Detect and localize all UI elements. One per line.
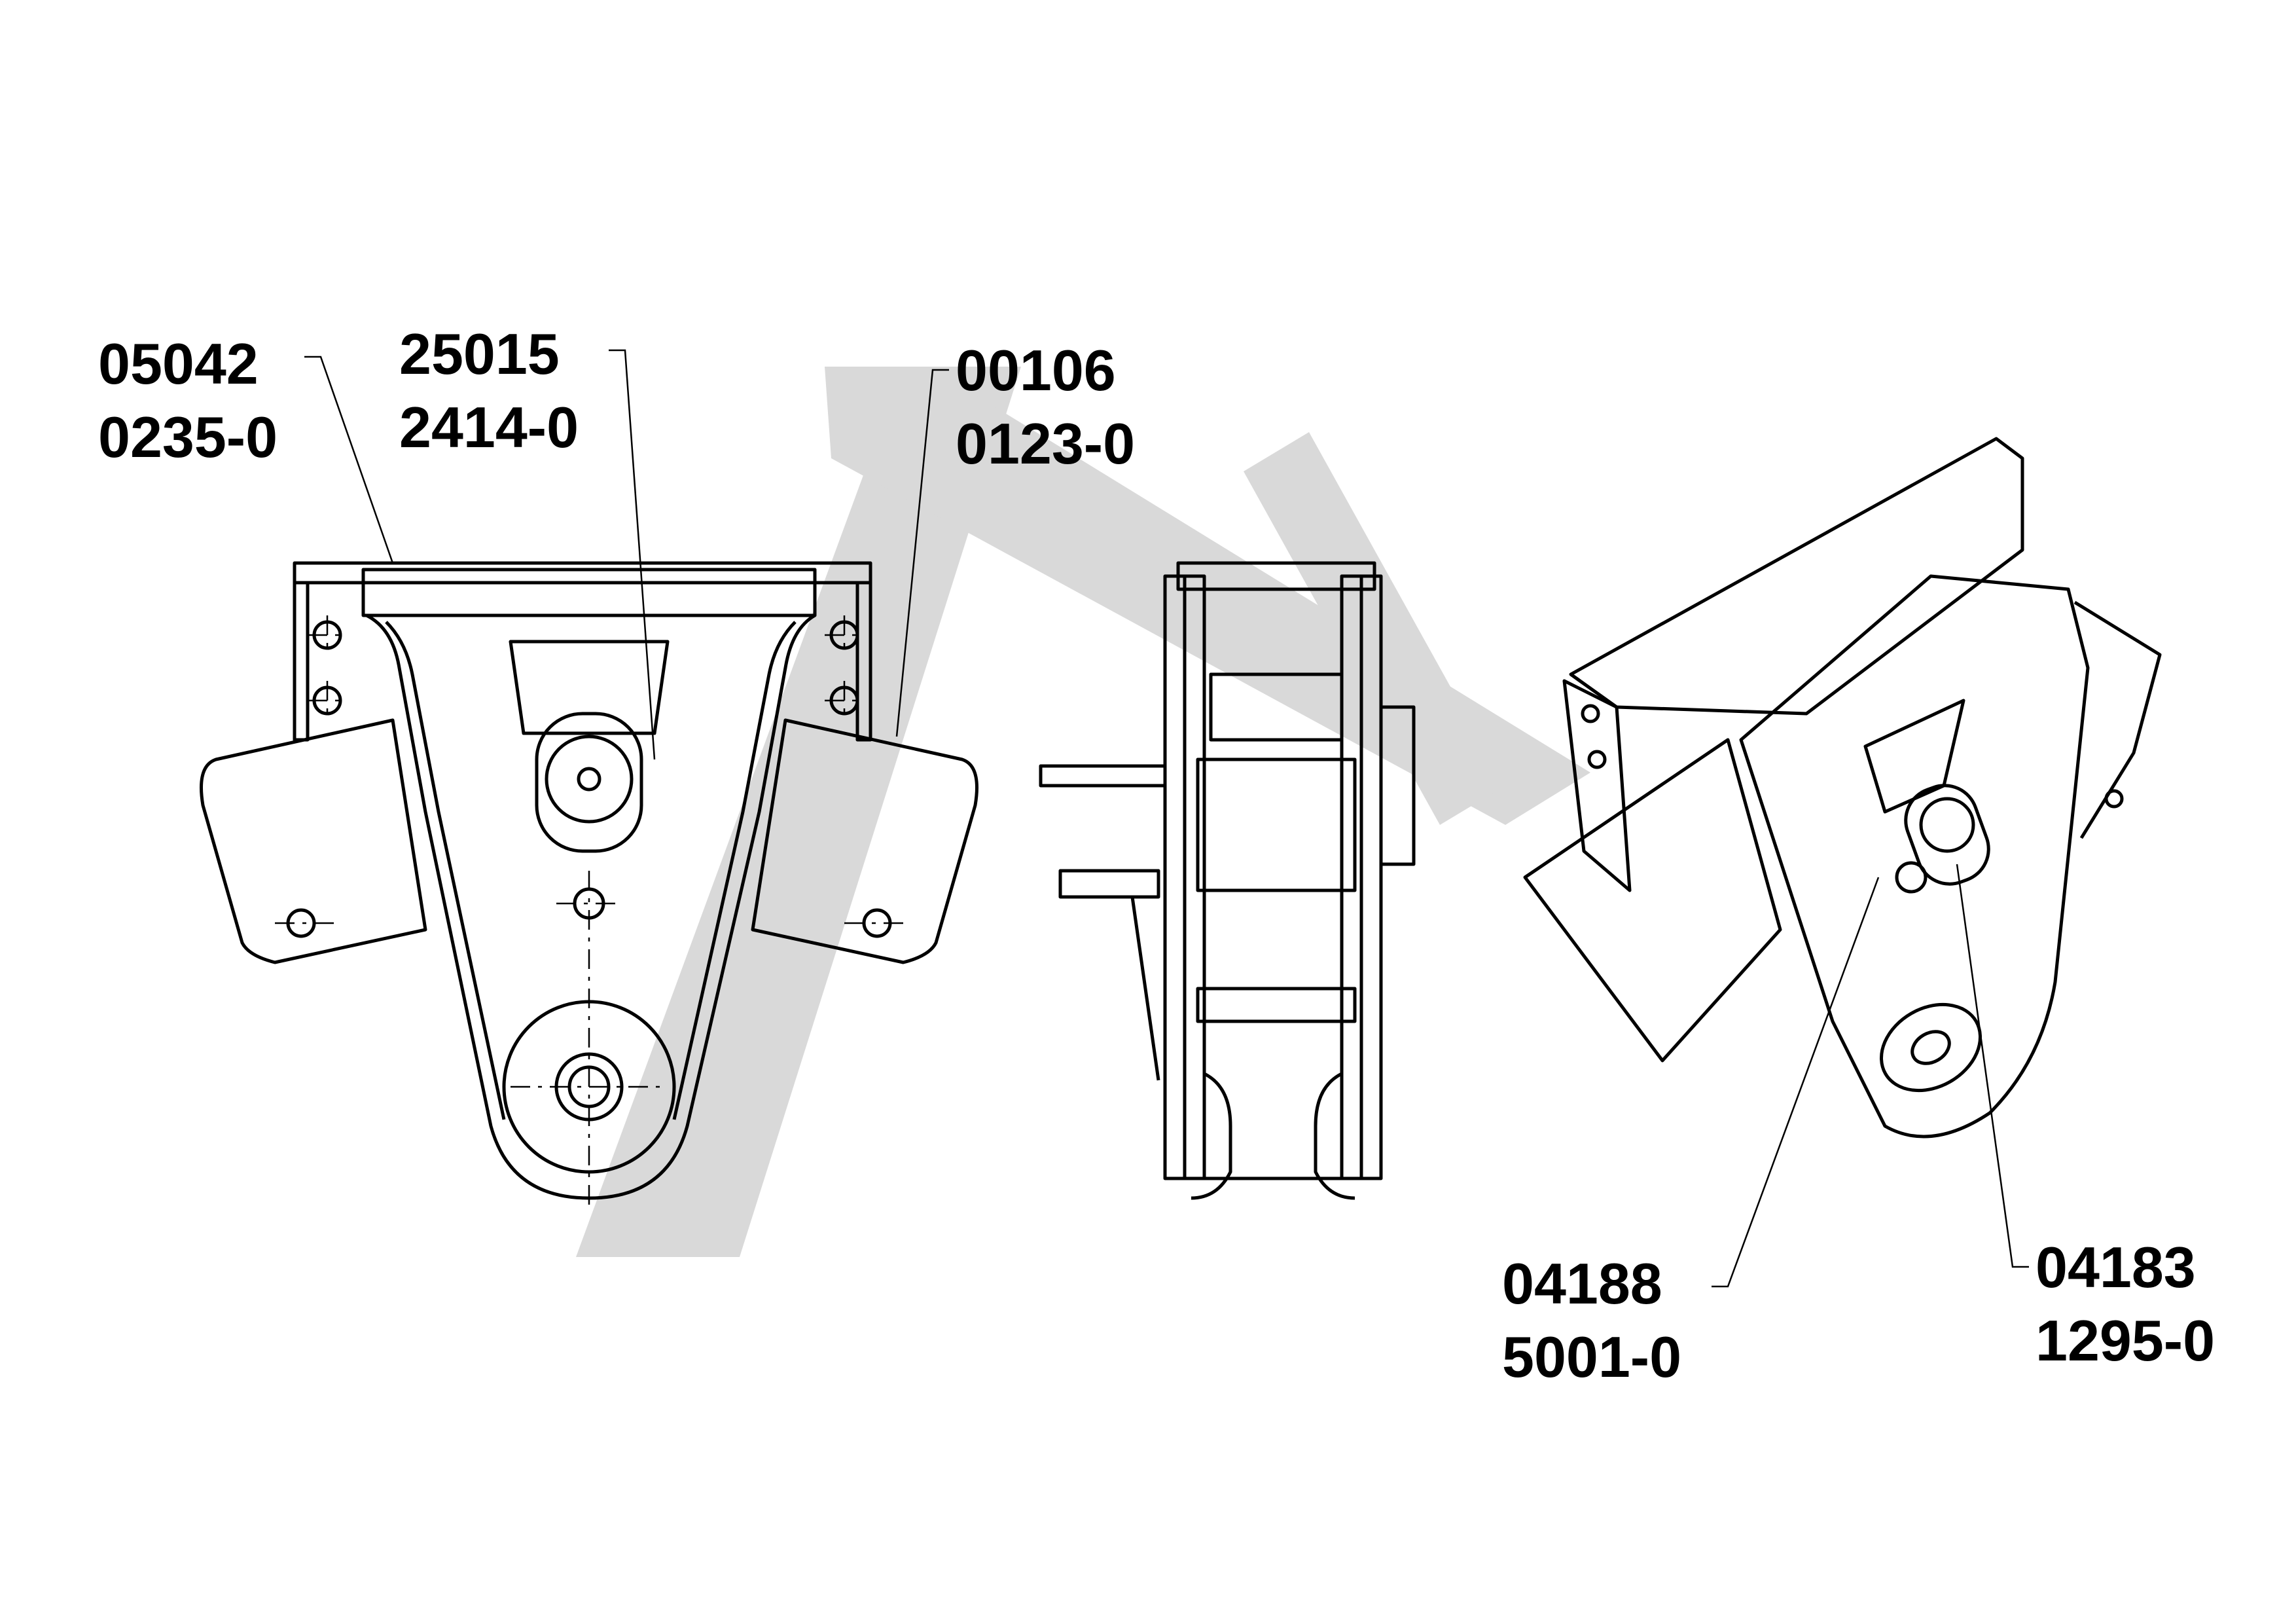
callout-05042-line2: 0235-0	[98, 405, 278, 469]
callout-25015-line1: 25015	[399, 321, 560, 386]
watermark-logo	[576, 367, 1590, 1257]
front-view-centerlines	[275, 615, 903, 1205]
callout-04183: 04183 1295-0	[2036, 1231, 2215, 1377]
callout-00106-line1: 00106	[956, 338, 1116, 403]
callout-04183-line2: 1295-0	[2036, 1308, 2215, 1373]
leader-lines	[304, 349, 2029, 1288]
callout-00106: 00106 0123-0	[956, 334, 1135, 481]
callout-04183-line1: 04183	[2036, 1235, 2196, 1300]
callout-25015-line2: 2414-0	[399, 395, 579, 460]
side-view	[1039, 561, 1416, 1200]
callout-04188: 04188 5001-0	[1502, 1247, 1681, 1394]
callout-04188-line2: 5001-0	[1502, 1324, 1682, 1389]
callout-05042: 05042 0235-0	[98, 327, 278, 474]
isometric-view	[1523, 437, 2162, 1139]
callout-25015: 25015 2414-0	[399, 318, 579, 464]
callout-05042-line1: 05042	[98, 331, 259, 396]
callout-04188-line1: 04188	[1502, 1251, 1662, 1316]
callout-00106-line2: 0123-0	[956, 411, 1136, 476]
